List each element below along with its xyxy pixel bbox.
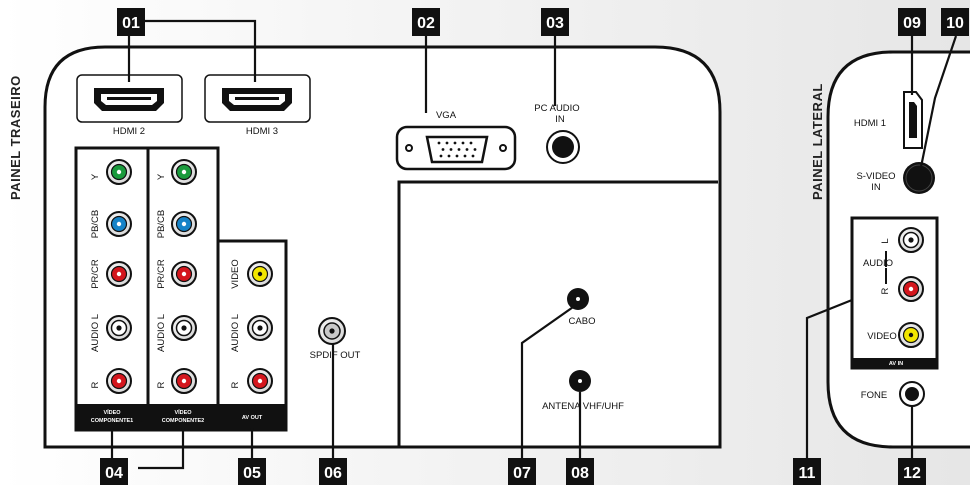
hdmi2-port — [76, 74, 183, 123]
hdmi2-label: HDMI 2 — [113, 126, 145, 137]
badge-02: 02 — [412, 8, 440, 36]
comp1-y-label: Y — [90, 173, 101, 180]
hdmi1-label: HDMI 1 — [854, 118, 886, 129]
cabo-jack — [567, 288, 589, 310]
vga-label: VGA — [436, 110, 457, 121]
comp1-audio-r-jack — [106, 368, 132, 394]
antena-label: ANTENA VHF/UHF — [542, 401, 624, 412]
av-in-video-jack — [898, 322, 924, 348]
badge-05: 05 — [238, 458, 266, 485]
svg-text:11: 11 — [799, 465, 816, 482]
comp1-pb-jack — [106, 211, 132, 237]
rear-panel-title: PAINEL TRASEIRO — [8, 75, 23, 200]
comp2-y-jack — [171, 159, 197, 185]
svg-text:08: 08 — [571, 465, 589, 482]
badge-03: 03 — [541, 8, 569, 36]
av-in-block — [850, 216, 939, 370]
pc-audio-label-line2: IN — [555, 114, 565, 125]
svg-text:12: 12 — [903, 465, 921, 482]
svg-text:10: 10 — [946, 15, 964, 32]
svg-text:04: 04 — [105, 465, 123, 482]
hdmi3-port — [204, 74, 311, 123]
av-in-r-label: R — [880, 287, 891, 294]
av-in-audio-label: AUDIO — [863, 258, 893, 269]
fone-jack — [899, 381, 925, 407]
av-out-video-label: VIDEO — [230, 259, 241, 289]
antena-jack — [569, 370, 591, 392]
comp2-pr-label: PR/CR — [156, 259, 167, 289]
svg-text:09: 09 — [903, 15, 921, 32]
comp2-audio-l-jack — [171, 315, 197, 341]
av-in-audio-separator-bottom — [885, 268, 887, 284]
comp1-pb-label: PB/CB — [90, 210, 101, 239]
badge-04: 04 — [100, 458, 128, 485]
svg-text:07: 07 — [513, 465, 531, 482]
av-out-audio-l-jack — [247, 315, 273, 341]
badge-11: 11 — [793, 458, 821, 485]
fone-label: FONE — [861, 390, 887, 401]
spdif-label: SPDIF OUT — [310, 350, 361, 361]
comp1-audio-r-label: R — [90, 381, 101, 388]
av-in-video-label: VIDEO — [867, 331, 897, 342]
cabo-label: CABO — [569, 316, 596, 327]
svg-text:03: 03 — [546, 15, 564, 32]
av-in-audio-r-jack — [898, 276, 924, 302]
badge-09: 09 — [898, 8, 926, 36]
av-out-audio-l-label: AUDIO L — [230, 314, 241, 352]
svideo-label-line1: S-VIDEO — [856, 171, 895, 182]
av-out-video-jack — [247, 261, 273, 287]
side-panel-title: PAINEL LATERAL — [810, 83, 825, 200]
svideo-label-line2: IN — [871, 182, 881, 193]
svg-text:01: 01 — [122, 15, 140, 32]
leader-lines — [110, 19, 958, 470]
av-in-audio-separator-top — [885, 251, 887, 267]
badge-07: 07 — [508, 458, 536, 485]
spdif-jack — [318, 317, 346, 345]
component1-strip-line2: COMPONENTE1 — [91, 418, 133, 424]
comp2-pb-jack — [171, 211, 197, 237]
component1-strip-line1: VÍDEO — [103, 408, 121, 416]
av-out-audio-r-jack — [247, 368, 273, 394]
av-in-l-label: L — [880, 238, 891, 243]
badge-12: 12 — [898, 458, 926, 485]
comp1-pr-label: PR/CR — [90, 259, 101, 289]
svg-text:06: 06 — [324, 465, 342, 482]
comp2-pr-jack — [171, 261, 197, 287]
av-in-strip: AV IN — [889, 361, 903, 367]
comp1-pr-jack — [106, 261, 132, 287]
hdmi1-port — [903, 91, 923, 149]
comp2-audio-l-label: AUDIO L — [156, 314, 167, 352]
comp2-audio-r-label: R — [156, 381, 167, 388]
comp1-audio-l-jack — [106, 315, 132, 341]
av-in-audio-l-jack — [898, 227, 924, 253]
component2-strip-line2: COMPONENTE2 — [162, 418, 204, 424]
pc-audio-label-line1: PC AUDIO — [534, 103, 579, 114]
badge-01: 01 — [117, 8, 145, 36]
component2-strip-line1: VÍDEO — [174, 408, 192, 416]
svg-text:05: 05 — [243, 465, 261, 482]
badge-10: 10 — [941, 8, 969, 36]
comp2-pb-label: PB/CB — [156, 210, 167, 239]
comp2-audio-r-jack — [171, 368, 197, 394]
hdmi3-label: HDMI 3 — [246, 126, 278, 137]
av-out-audio-r-label: R — [230, 381, 241, 388]
comp1-audio-l-label: AUDIO L — [90, 314, 101, 352]
svideo-jack — [903, 162, 935, 194]
av-out-strip: AV OUT — [242, 415, 263, 421]
pc-audio-jack — [546, 130, 580, 164]
badge-08: 08 — [566, 458, 594, 485]
comp2-y-label: Y — [156, 173, 167, 180]
badge-06: 06 — [319, 458, 347, 485]
vga-port — [395, 125, 517, 171]
svg-text:02: 02 — [417, 15, 435, 32]
comp1-y-jack — [106, 159, 132, 185]
